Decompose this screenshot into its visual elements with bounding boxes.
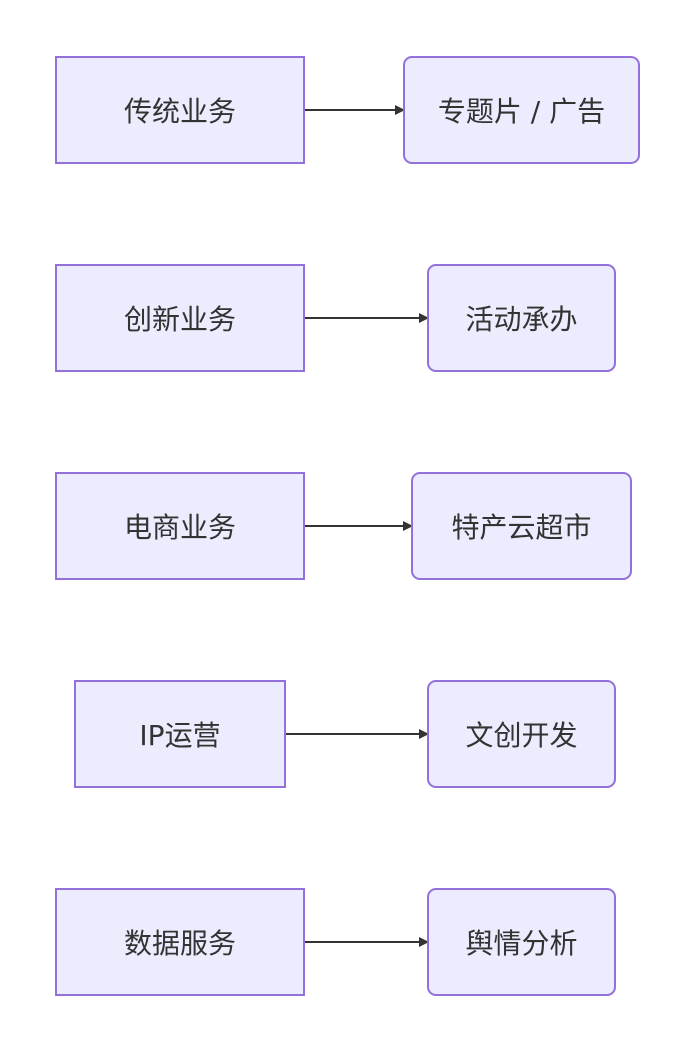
node-feature-film-ads: 专题片 / 广告 [403, 56, 640, 164]
node-innovation-business: 创新业务 [55, 264, 305, 372]
node-public-opinion-analysis: 舆情分析 [427, 888, 616, 996]
node-traditional-business: 传统业务 [55, 56, 305, 164]
node-data-services: 数据服务 [55, 888, 305, 996]
node-event-hosting: 活动承办 [427, 264, 616, 372]
node-ip-operation: IP运营 [74, 680, 286, 788]
node-specialty-cloud-market: 特产云超市 [411, 472, 632, 580]
node-ecommerce-business: 电商业务 [55, 472, 305, 580]
node-cultural-creative-dev: 文创开发 [427, 680, 616, 788]
